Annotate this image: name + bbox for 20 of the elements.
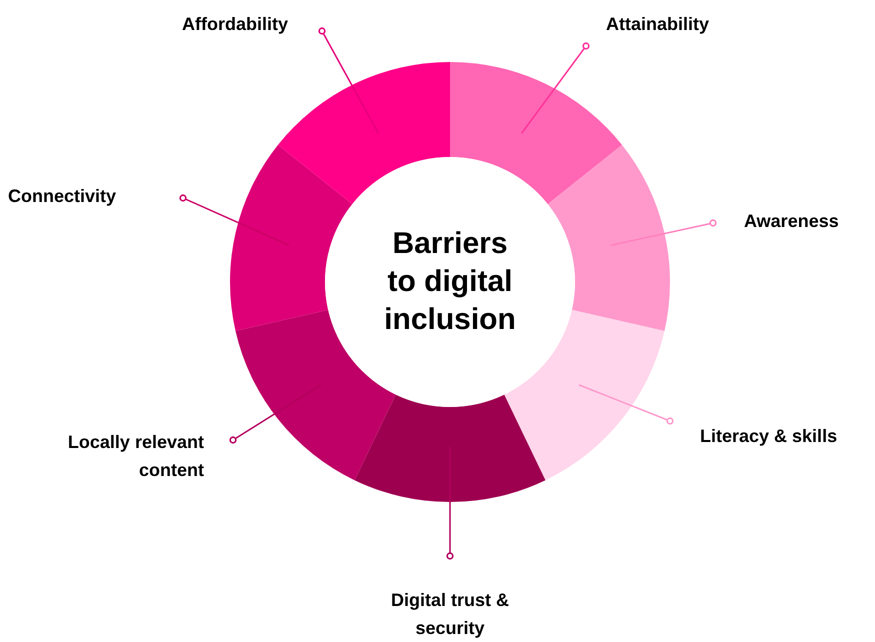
donut-segment <box>548 144 670 331</box>
barrier-label: Locally relevant content <box>20 428 204 484</box>
leader-line <box>446 447 454 560</box>
barrier-label: Literacy & skills <box>700 422 874 450</box>
donut-segment <box>354 394 546 502</box>
barrier-label: Affordability <box>140 10 288 38</box>
donut-segment <box>450 62 622 204</box>
leader-line <box>179 194 290 246</box>
leader-line <box>578 384 674 425</box>
barrier-label: Awareness <box>744 207 872 235</box>
leader-line <box>229 384 322 444</box>
barrier-label: Digital trust & security <box>375 586 525 642</box>
barrier-label: Attainability <box>606 10 756 38</box>
donut-segment <box>230 144 352 331</box>
leader-line <box>610 219 717 246</box>
leader-line <box>318 27 380 134</box>
center-title: Barriers to digital inclusion <box>383 226 517 338</box>
leader-line <box>520 42 590 134</box>
barrier-label: Connectivity <box>8 182 152 210</box>
donut-segment <box>278 62 450 204</box>
